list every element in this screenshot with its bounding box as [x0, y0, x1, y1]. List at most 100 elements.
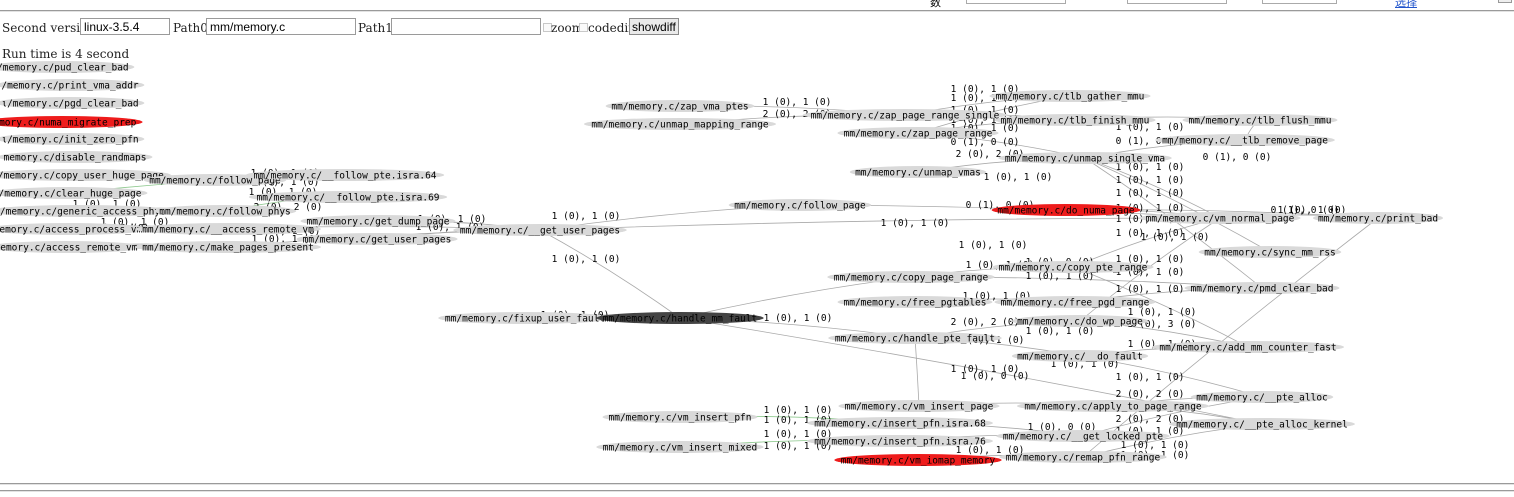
node-shape[interactable]: [300, 215, 456, 227]
node-shape[interactable]: [998, 152, 1172, 164]
node-shape[interactable]: [143, 174, 287, 186]
graph-node-n37[interactable]: mm/memory.c/copy_pte_range: [992, 261, 1154, 273]
graph-node-n17[interactable]: mm/memory.c/make_pages_present: [135, 241, 321, 253]
graph-node-n29[interactable]: mm/memory.c/tlb_flush_mmu: [1182, 114, 1338, 126]
node-shape[interactable]: [135, 223, 321, 235]
graph-node-n32[interactable]: mm/memory.c/do_numa_page: [991, 204, 1141, 216]
graph-node-n56[interactable]: mm/memory.c/vm_iomap_memory: [834, 454, 1002, 466]
call-graph[interactable]: 1 (0), 1 (0)1 (0), 1 (0)1 (0), 1 (0)1 (0…: [0, 56, 1514, 486]
graph-node-n30[interactable]: mm/memory.c/__tlb_remove_page: [1155, 134, 1335, 146]
graph-node-n2[interactable]: /memory.c/print_vma_addr: [0, 79, 145, 91]
graph-node-n47[interactable]: mm/memory.c/vm_insert_page: [838, 400, 1000, 412]
graph-node-n26[interactable]: mm/memory.c/unmap_vmas: [849, 166, 987, 178]
graph-node-n38[interactable]: mm/memory.c/free_pgtables: [837, 296, 993, 308]
graph-node-n42[interactable]: mm/memory.c/handle_mm_fault: [596, 312, 764, 324]
node-shape[interactable]: [0, 205, 173, 217]
graph-node-n16[interactable]: mm/memory.c/__access_remote_vm: [135, 223, 321, 235]
graph-node-n19[interactable]: mm/memory.c/get_user_pages: [296, 233, 458, 245]
node-shape[interactable]: [596, 441, 764, 453]
graph-node-n23[interactable]: mm/memory.c/unmap_mapping_range: [583, 118, 777, 130]
graph-node-n35[interactable]: mm/memory.c/sync_mm_rss: [1198, 246, 1342, 258]
graph-node-n45[interactable]: mm/memory.c/__do_fault: [1011, 350, 1149, 362]
node-shape[interactable]: [994, 296, 1156, 308]
graph-node-n5[interactable]: ι/memory.c/init_zero_pfn: [0, 133, 145, 145]
node-shape[interactable]: [453, 224, 627, 236]
node-shape[interactable]: [989, 90, 1151, 102]
graph-node-n52[interactable]: mm/memory.c/insert_pfn.isra.76: [807, 435, 993, 447]
graph-node-n43[interactable]: mm/memory.c/do_wp_page: [1011, 315, 1149, 327]
node-shape[interactable]: [1312, 212, 1444, 224]
node-shape[interactable]: [994, 114, 1156, 126]
node-shape[interactable]: [837, 296, 993, 308]
graph-node-n11[interactable]: nemory.c/access_remote_vm: [0, 241, 144, 253]
graph-node-n48[interactable]: mm/memory.c/apply_to_page_range: [1016, 400, 1210, 412]
node-shape[interactable]: [0, 187, 148, 199]
graph-node-n57[interactable]: mm/memory.c/remap_pfn_range: [999, 451, 1167, 463]
graph-node-n14[interactable]: mm/memory.c/__follow_pte.isra.69: [248, 191, 448, 203]
graph-node-n33[interactable]: mm/memory.c/vm_normal_page: [1139, 212, 1301, 224]
path0-input[interactable]: [206, 18, 356, 35]
node-shape[interactable]: [1169, 418, 1355, 430]
graph-node-n22[interactable]: mm/memory.c/zap_vma_ptes: [605, 100, 755, 112]
graph-node-n40[interactable]: mm/memory.c/pmd_clear_bad: [1184, 282, 1340, 294]
node-shape[interactable]: [807, 435, 993, 447]
node-shape[interactable]: [153, 205, 297, 217]
node-shape[interactable]: [1182, 114, 1338, 126]
node-shape[interactable]: [0, 133, 145, 145]
node-shape[interactable]: [296, 233, 458, 245]
path1-input[interactable]: [391, 18, 541, 35]
zoom-checkbox[interactable]: [543, 23, 552, 32]
graph-node-n3[interactable]: ι/memory.c/pgd_clear_bad: [0, 97, 145, 109]
graph-node-n39[interactable]: mm/memory.c/free_pgd_range: [994, 296, 1156, 308]
graph-node-n55[interactable]: mm/memory.c/vm_insert_mixed: [596, 441, 764, 453]
node-shape[interactable]: [992, 261, 1154, 273]
node-shape[interactable]: [0, 61, 135, 73]
node-shape[interactable]: [1016, 400, 1210, 412]
graph-node-n12[interactable]: mm/memory.c/follow_page: [143, 174, 287, 186]
node-shape[interactable]: [834, 454, 1002, 466]
graph-node-n28[interactable]: mm/memory.c/tlb_finish_mmu: [994, 114, 1156, 126]
node-shape[interactable]: [0, 241, 144, 253]
toolbar-button[interactable]: [1498, 0, 1512, 3]
graph-node-n9[interactable]: ι/memory.c/generic_access_phys: [0, 205, 173, 217]
graph-node-n46[interactable]: mm/memory.c/add_mm_counter_fast: [1151, 341, 1345, 353]
toolbar-field-1[interactable]: [966, 0, 1066, 4]
codediff-checkbox[interactable]: [579, 23, 588, 32]
node-shape[interactable]: [135, 241, 321, 253]
node-shape[interactable]: [849, 166, 987, 178]
graph-node-n7[interactable]: ι/memory.c/copy_user_huge_page: [0, 169, 171, 181]
graph-node-n24[interactable]: mm/memory.c/zap_page_range_single: [802, 109, 1008, 121]
graph-node-n20[interactable]: mm/memory.c/__get_user_pages: [453, 224, 627, 236]
graph-node-n34[interactable]: mm/memory.c/print_bad: [1312, 212, 1444, 224]
node-shape[interactable]: [728, 199, 872, 211]
node-shape[interactable]: [596, 312, 764, 324]
graph-node-n4[interactable]: nemory.c/numa_migrate_prep: [0, 116, 143, 128]
graph-node-n27[interactable]: mm/memory.c/tlb_gather_mmu: [989, 90, 1151, 102]
node-shape[interactable]: [1155, 134, 1335, 146]
node-shape[interactable]: [1011, 315, 1149, 327]
graph-node-n6[interactable]: memory.c/disable_randmaps: [0, 151, 153, 163]
toolbar-link[interactable]: 选择: [1395, 0, 1417, 9]
toolbar-field-3[interactable]: [1262, 0, 1337, 4]
graph-node-n1[interactable]: ι/memory.c/pud_clear_bad: [0, 61, 135, 73]
node-shape[interactable]: [0, 97, 145, 109]
graph-node-n18[interactable]: mm/memory.c/get_dump_page: [300, 215, 456, 227]
node-shape[interactable]: [248, 191, 448, 203]
node-shape[interactable]: [837, 127, 999, 139]
graph-node-n21[interactable]: mm/memory.c/follow_page: [728, 199, 872, 211]
node-shape[interactable]: [605, 100, 755, 112]
graph-node-n10[interactable]: memory.c/access_process_vm: [0, 223, 149, 235]
node-shape[interactable]: [838, 400, 1000, 412]
node-shape[interactable]: [807, 417, 993, 429]
graph-node-n50[interactable]: mm/memory.c/vm_insert_pfn: [602, 411, 758, 423]
node-shape[interactable]: [802, 109, 1008, 121]
node-shape[interactable]: [0, 223, 149, 235]
node-shape[interactable]: [996, 430, 1170, 442]
node-shape[interactable]: [583, 118, 777, 130]
showdiff-button[interactable]: showdiff: [629, 18, 679, 35]
graph-node-n8[interactable]: /memory.c/clear_huge_page: [0, 187, 148, 199]
node-shape[interactable]: [0, 79, 145, 91]
node-shape[interactable]: [1011, 350, 1149, 362]
node-shape[interactable]: [827, 271, 995, 283]
graph-node-n25[interactable]: mm/memory.c/zap_page_range: [837, 127, 999, 139]
